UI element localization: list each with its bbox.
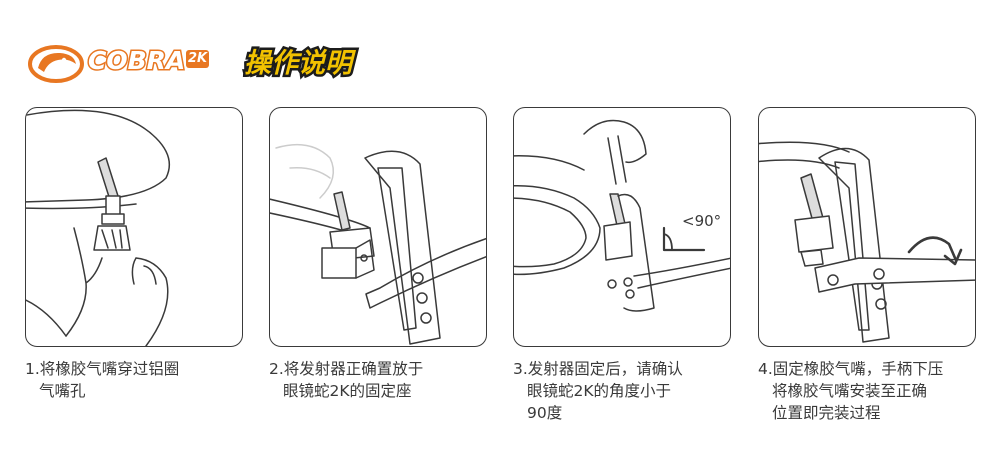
brand-name: COBRA — [86, 45, 186, 77]
page-title: 操作说明 — [242, 46, 355, 82]
step-4-caption: 4.固定橡胶气嘴，手柄下压 将橡胶气嘴安装至正确 位置即完装过程 — [758, 358, 988, 424]
step-4-line-3: 位置即完装过程 — [772, 404, 881, 422]
brand-suffix: 2K — [186, 50, 210, 68]
step-2-illustration — [269, 107, 487, 347]
step-3-illustration: <90° — [513, 107, 731, 347]
step-3-line-1: 3.发射器固定后，请确认 — [513, 360, 683, 378]
step-1-line-1: 1.将橡胶气嘴穿过铝圈 — [25, 360, 180, 378]
step-4-illustration — [758, 107, 976, 347]
angle-label: <90° — [682, 212, 721, 230]
step-4-line-2: 将橡胶气嘴安装至正确 — [772, 382, 928, 400]
step-1-caption: 1.将橡胶气嘴穿过铝圈 气嘴孔 — [25, 358, 255, 402]
step-3-caption: 3.发射器固定后，请确认 眼镜蛇2K的角度小于 90度 — [513, 358, 743, 424]
step-2-line-2: 眼镜蛇2K的固定座 — [283, 382, 412, 400]
step-2-line-1: 2.将发射器正确置放于 — [269, 360, 424, 378]
step-4-line-1: 4.固定橡胶气嘴，手柄下压 — [758, 360, 944, 378]
step-1-illustration — [25, 107, 243, 347]
step-1-line-2: 气嘴孔 — [39, 382, 86, 400]
cobra-logo-icon — [28, 45, 84, 83]
step-3-line-2: 眼镜蛇2K的角度小于 — [527, 382, 672, 400]
step-2-caption: 2.将发射器正确置放于 眼镜蛇2K的固定座 — [269, 358, 499, 402]
step-3-line-3: 90度 — [527, 404, 563, 422]
